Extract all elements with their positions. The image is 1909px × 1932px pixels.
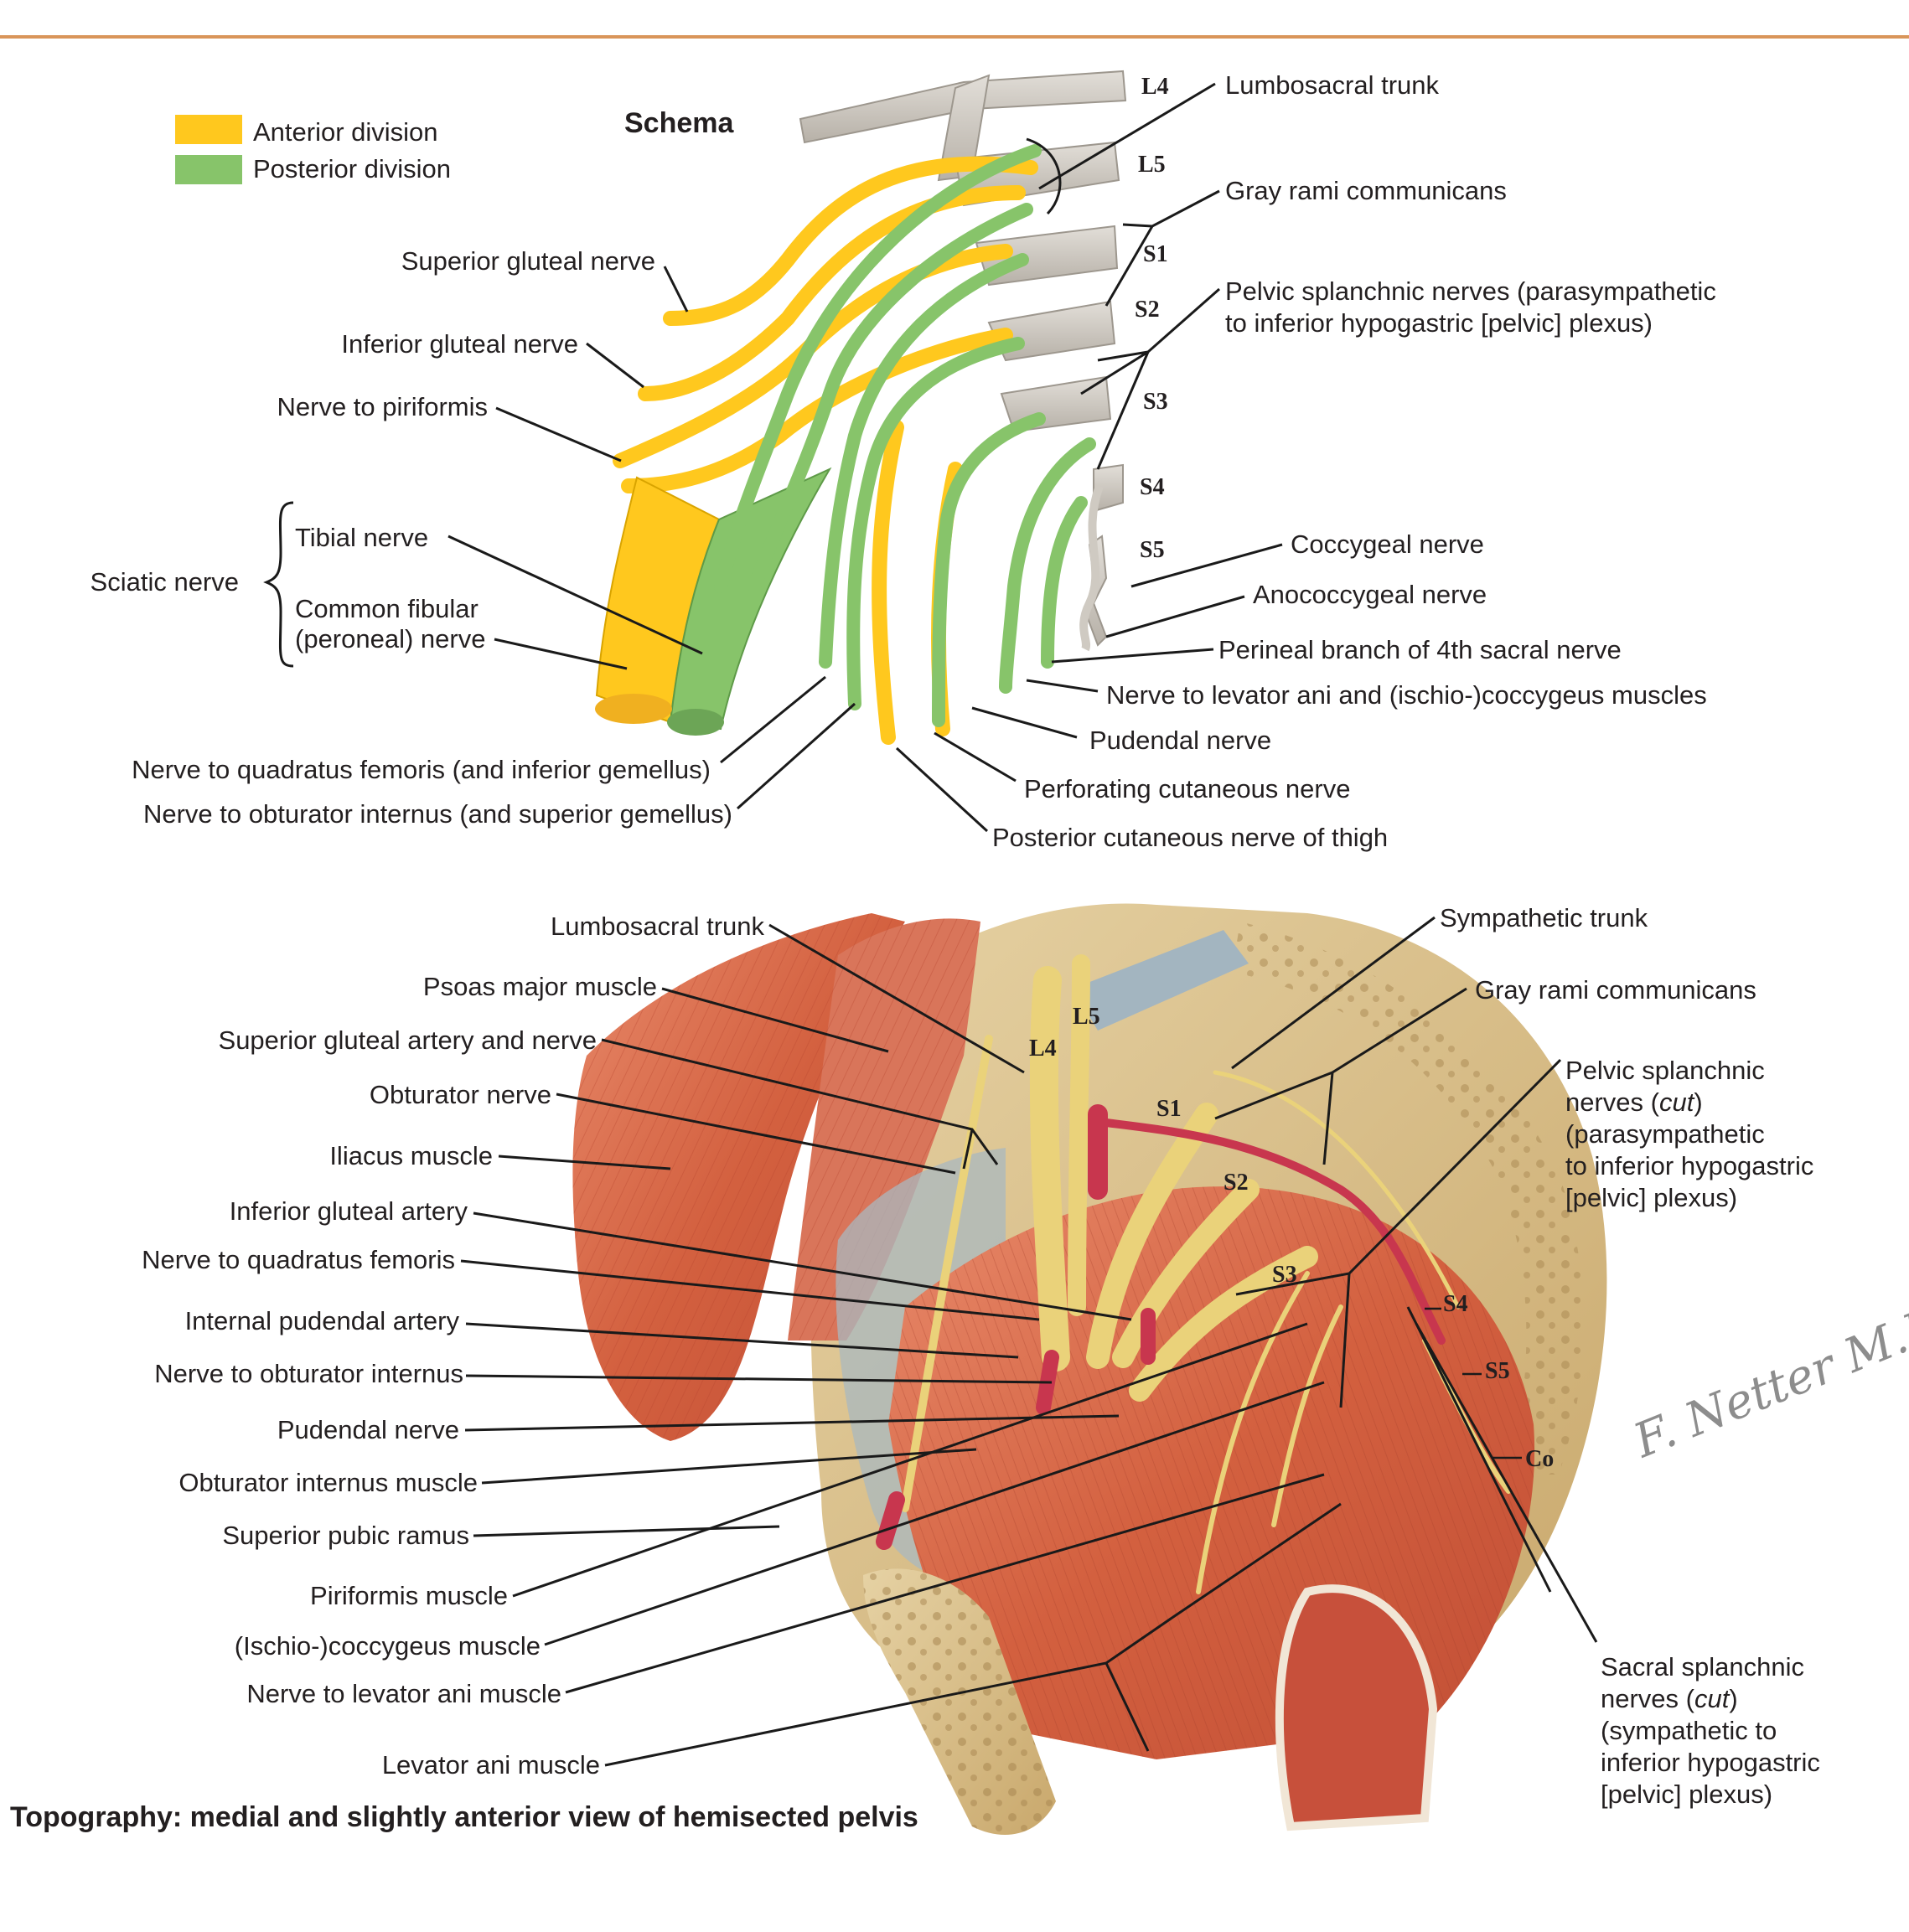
label-pelvic-splanchnic-schema-1: Pelvic splanchnic nerves (parasympatheti…: [1225, 276, 1716, 306]
sacral-splanchnic-close-paren: ): [1729, 1684, 1737, 1713]
sacral-splanchnic-nerves-text: nerves (: [1601, 1684, 1695, 1713]
pelvic-splanchnic-close-paren: ): [1694, 1087, 1702, 1117]
legend-label-posterior: Posterior division: [253, 154, 451, 183]
topo-label-S2: S2: [1224, 1170, 1249, 1196]
posterior-division-strands: [714, 144, 1096, 727]
sacral-splanchnic-line-5: [pelvic] plexus): [1601, 1780, 1772, 1809]
label-pudendal-nerve-schema: Pudendal nerve: [1089, 726, 1271, 755]
label-tibial-nerve: Tibial nerve: [295, 523, 428, 552]
label-superior-gluteal-nerve: Superior gluteal nerve: [401, 246, 655, 276]
schema-segment-labels: L4 L5 S1 S2 S3 S4 S5: [1135, 74, 1169, 563]
sacral-splanchnic-line-1: Sacral splanchnic: [1601, 1652, 1804, 1681]
topography-illustration: [572, 903, 1607, 1835]
pelvic-splanchnic-line-5: [pelvic] plexus): [1565, 1183, 1737, 1212]
coccygeal-plexus: [1079, 484, 1104, 652]
topography-caption: Topography: medial and slightly anterior…: [10, 1801, 918, 1833]
label-nerve-to-piriformis: Nerve to piriformis: [277, 392, 489, 421]
topo-label-sacral-splanchnic: Sacral splanchnic nerves (cut) (sympathe…: [1601, 1652, 1820, 1809]
topography-leader-lines: [460, 916, 1598, 1767]
topo-label-iliacus: Iliacus muscle: [329, 1141, 493, 1170]
topo-label-psoas-major: Psoas major muscle: [423, 972, 657, 1001]
schema-labels-right: Lumbosacral trunk Gray rami communicans …: [992, 70, 1716, 852]
segment-label-S1: S1: [1143, 241, 1168, 267]
legend-swatch-posterior: [175, 155, 242, 184]
label-anococcygeal-nerve: Anococcygeal nerve: [1253, 580, 1487, 609]
topo-label-obturator-internus-muscle: Obturator internus muscle: [178, 1468, 478, 1497]
topo-label-nerve-quadratus-femoris: Nerve to quadratus femoris: [142, 1245, 455, 1274]
label-pelvic-splanchnic-schema-2: to inferior hypogastric [pelvic] plexus): [1225, 308, 1653, 338]
pelvic-splanchnic-line-4: to inferior hypogastric: [1565, 1151, 1813, 1180]
arteries: [876, 1104, 1446, 1550]
topo-label-lumbosacral-trunk: Lumbosacral trunk: [551, 912, 765, 941]
topography-segment-labels: L5 L4 S1 S2 S3 S4 S5 Co: [1029, 1004, 1554, 1472]
segment-label-S3: S3: [1143, 389, 1168, 415]
legend-swatch-anterior: [175, 115, 242, 144]
label-common-fibular-2: (peroneal) nerve: [295, 624, 485, 653]
schema-leader-lines: [263, 82, 1283, 833]
topo-label-sympathetic-trunk: Sympathetic trunk: [1440, 903, 1648, 932]
topography-labels-right: Sympathetic trunk Gray rami communicans …: [1440, 903, 1820, 1809]
topo-label-superior-pubic-ramus: Superior pubic ramus: [222, 1521, 469, 1550]
segment-label-L5: L5: [1138, 152, 1166, 178]
pelvic-splanchnic-line-1: Pelvic splanchnic: [1565, 1056, 1765, 1085]
label-coccygeal-nerve: Coccygeal nerve: [1291, 529, 1484, 559]
topo-label-gray-rami: Gray rami communicans: [1475, 975, 1756, 1005]
segment-label-S4: S4: [1140, 474, 1165, 500]
topo-label-S4: S4: [1443, 1291, 1468, 1317]
sciatic-cut-end-posterior: [667, 709, 724, 736]
label-inferior-gluteal-nerve: Inferior gluteal nerve: [341, 329, 578, 359]
label-lumbosacral-trunk-schema: Lumbosacral trunk: [1225, 70, 1440, 100]
segment-label-L4: L4: [1141, 74, 1169, 100]
label-perforating-cutaneous: Perforating cutaneous nerve: [1024, 774, 1350, 803]
pelvic-splanchnic-nerves-text: nerves (: [1565, 1087, 1660, 1117]
topo-label-S5: S5: [1485, 1358, 1510, 1384]
legend: Anterior division Posterior division: [175, 115, 451, 184]
netter-signature: F. Netter M.D.: [1626, 1290, 1909, 1469]
topo-label-internal-pudendal-artery: Internal pudendal artery: [185, 1306, 460, 1335]
segment-label-S5: S5: [1140, 537, 1165, 563]
pelvic-splanchnic-line-3: (parasympathetic: [1565, 1119, 1765, 1149]
intervertebral-disc: [1073, 930, 1249, 1031]
topo-label-pudendal-nerve: Pudendal nerve: [277, 1415, 459, 1444]
topo-label-L4: L4: [1029, 1036, 1057, 1062]
topo-label-L5: L5: [1073, 1004, 1100, 1030]
label-nerve-to-obturator-internus-schema: Nerve to obturator internus (and superio…: [143, 799, 732, 829]
sciatic-brace: [263, 501, 294, 668]
schema-plexus-illustration: [595, 70, 1127, 745]
sciatic-cut-end-anterior: [595, 694, 672, 724]
label-sciatic-nerve: Sciatic nerve: [91, 567, 239, 597]
sacral-splanchnic-line-4: inferior hypogastric: [1601, 1748, 1820, 1777]
topo-label-nerve-obturator-internus: Nerve to obturator internus: [154, 1359, 463, 1388]
sacral-splanchnic-cut-text: cut: [1694, 1684, 1731, 1713]
label-nerve-to-levator-ani-coccygeus: Nerve to levator ani and (ischio-)coccyg…: [1106, 680, 1707, 710]
topo-label-superior-gluteal: Superior gluteal artery and nerve: [219, 1025, 597, 1055]
label-posterior-cutaneous-thigh: Posterior cutaneous nerve of thigh: [992, 823, 1388, 852]
legend-label-anterior: Anterior division: [253, 117, 438, 147]
topo-label-ischiococcygeus: (Ischio-)coccygeus muscle: [235, 1631, 541, 1661]
sacral-splanchnic-line-2: nerves (cut): [1601, 1684, 1738, 1713]
segment-label-S2: S2: [1135, 297, 1160, 323]
topography-labels-left: Lumbosacral trunk Psoas major muscle Sup…: [142, 912, 764, 1780]
topo-label-nerve-levator-ani: Nerve to levator ani muscle: [246, 1679, 561, 1708]
label-nerve-to-quadratus-femoris-schema: Nerve to quadratus femoris (and inferior…: [132, 755, 711, 784]
topo-label-levator-ani: Levator ani muscle: [382, 1750, 600, 1780]
topo-label-inferior-gluteal-artery: Inferior gluteal artery: [230, 1196, 468, 1226]
pelvic-splanchnic-cut-text: cut: [1659, 1087, 1695, 1117]
label-common-fibular-1: Common fibular: [295, 594, 479, 623]
topo-label-pelvic-splanchnic: Pelvic splanchnic nerves (cut) (parasymp…: [1565, 1056, 1813, 1212]
topo-label-Co: Co: [1525, 1446, 1554, 1472]
label-perineal-branch: Perineal branch of 4th sacral nerve: [1218, 635, 1622, 664]
topo-label-S1: S1: [1156, 1096, 1182, 1122]
topo-label-piriformis-muscle: Piriformis muscle: [310, 1581, 508, 1610]
schema-labels-left: Superior gluteal nerve Inferior gluteal …: [91, 246, 732, 829]
sacral-splanchnic-line-3: (sympathetic to: [1601, 1716, 1777, 1745]
label-gray-rami-schema: Gray rami communicans: [1225, 176, 1507, 205]
schema-title: Schema: [624, 107, 734, 139]
rectum: [1275, 1584, 1438, 1831]
topo-label-obturator-nerve: Obturator nerve: [370, 1080, 551, 1109]
sacral-plexus-nerves: [901, 954, 1511, 1594]
sacrum: [1232, 922, 1584, 1475]
pelvic-splanchnic-line-2: nerves (cut): [1565, 1087, 1703, 1117]
